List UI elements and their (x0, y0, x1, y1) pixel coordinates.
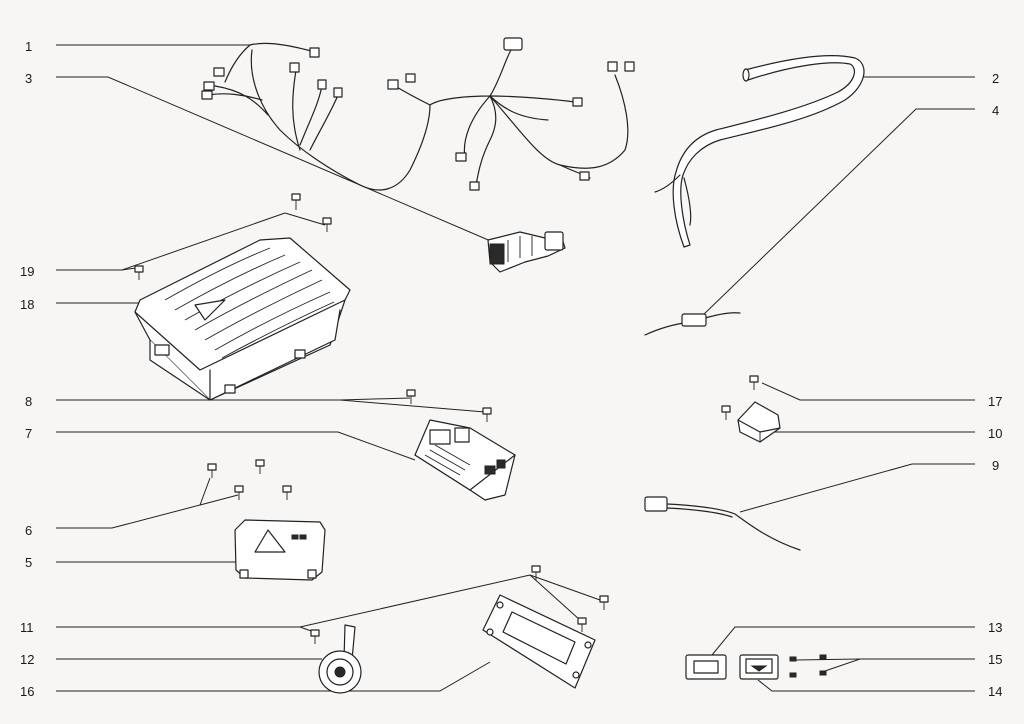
leader-13 (711, 626, 975, 656)
label-4: 4 (992, 103, 999, 118)
inline-wire-connector (644, 312, 741, 336)
frame-part-13 (685, 654, 727, 680)
wire-with-plug (644, 496, 801, 551)
screws-part-11 (310, 565, 609, 644)
leader-8-a (56, 397, 411, 401)
leader-6-b (199, 494, 239, 506)
controller-housing (134, 237, 351, 401)
label-14: 14 (988, 684, 1002, 699)
leader-14 (757, 679, 975, 692)
leader-8-b (339, 399, 486, 413)
label-15: 15 (988, 652, 1002, 667)
screws-part-15 (789, 654, 827, 678)
screw-19-b (322, 217, 332, 232)
label-13: 13 (988, 620, 1002, 635)
label-16: 16 (20, 684, 34, 699)
screws-part-6 (207, 459, 292, 500)
leader-15-b (795, 658, 861, 661)
label-9: 9 (992, 458, 999, 473)
label-5: 5 (25, 555, 32, 570)
label-8: 8 (25, 394, 32, 409)
leader-19-c (284, 212, 326, 226)
leader-3 (56, 76, 501, 246)
label-3: 3 (25, 71, 32, 86)
label-17: 17 (988, 394, 1002, 409)
leader-15-a (821, 658, 975, 673)
label-18: 18 (20, 297, 34, 312)
label-7: 7 (25, 426, 32, 441)
leader-9 (739, 463, 975, 513)
leader-7 (56, 431, 416, 461)
mounting-plate (482, 594, 596, 689)
leader-6-a (56, 477, 211, 529)
screws-part-17 (721, 375, 759, 420)
leader-4 (699, 108, 975, 319)
relay-box (414, 419, 516, 501)
label-11: 11 (20, 620, 34, 635)
label-1: 1 (25, 39, 32, 54)
connector-part-3 (487, 231, 566, 273)
screws-part-19 (134, 193, 332, 280)
leader-11-a (56, 574, 531, 628)
horn (318, 624, 362, 694)
small-module (737, 401, 781, 443)
label-12: 12 (20, 652, 34, 667)
leader-19-b (121, 267, 137, 271)
label-2: 2 (992, 71, 999, 86)
screws-part-8 (406, 389, 492, 422)
label-6: 6 (25, 523, 32, 538)
wiring-harness (201, 37, 635, 191)
leader-11-d (529, 574, 601, 601)
screw-19-a (291, 193, 301, 210)
screw-19-c (134, 265, 144, 280)
cable-sleeve (654, 55, 865, 248)
label-10: 10 (988, 426, 1002, 441)
display-unit (739, 654, 779, 680)
control-module (234, 519, 326, 581)
leader-16 (56, 661, 491, 692)
part-number-labels: 1 3 19 18 8 7 6 5 11 12 16 2 4 17 10 9 1… (20, 39, 1002, 699)
label-19: 19 (20, 264, 34, 279)
leader-17 (761, 382, 975, 401)
leader-11-c (529, 574, 581, 621)
